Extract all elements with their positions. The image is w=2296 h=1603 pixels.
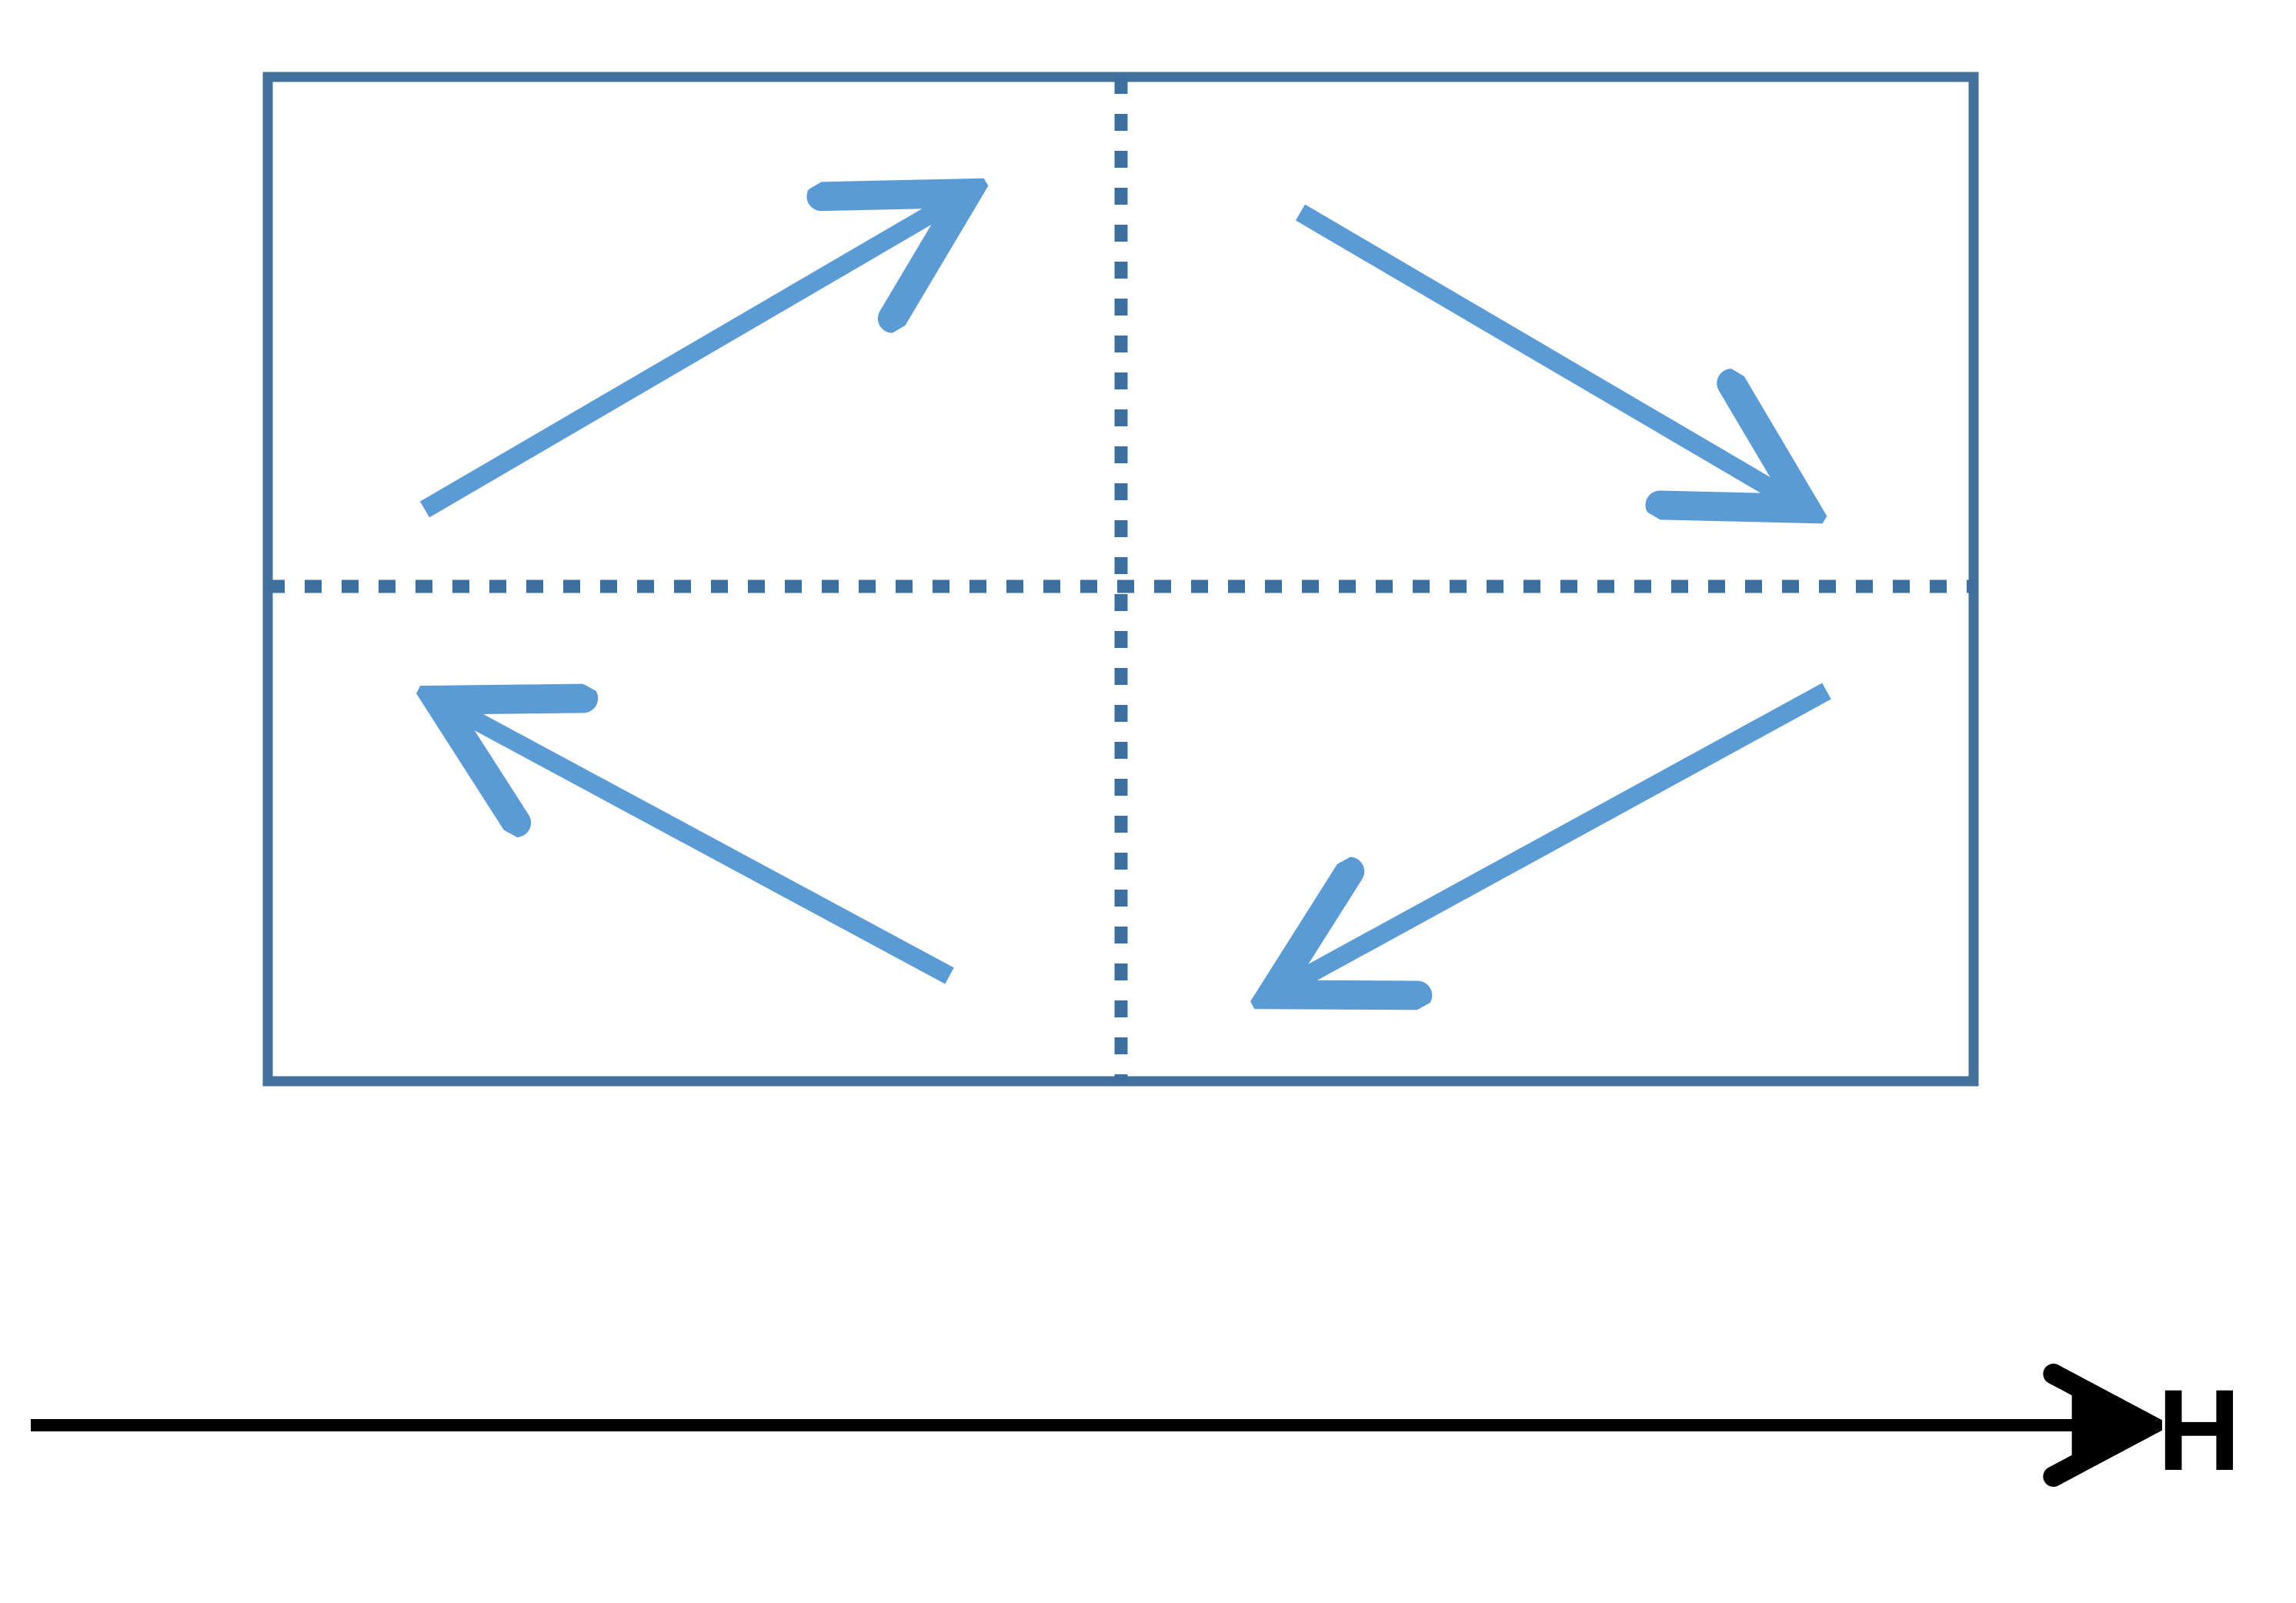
field-axis-label: H: [2158, 1365, 2241, 1494]
arrow-bottom-right-down-left: [1286, 683, 1831, 987]
arrow-top-left-up-right: [419, 202, 953, 518]
arrow-bottom-left-up-left: [452, 708, 954, 984]
arrow-top-right-down-right: [1295, 204, 1791, 500]
